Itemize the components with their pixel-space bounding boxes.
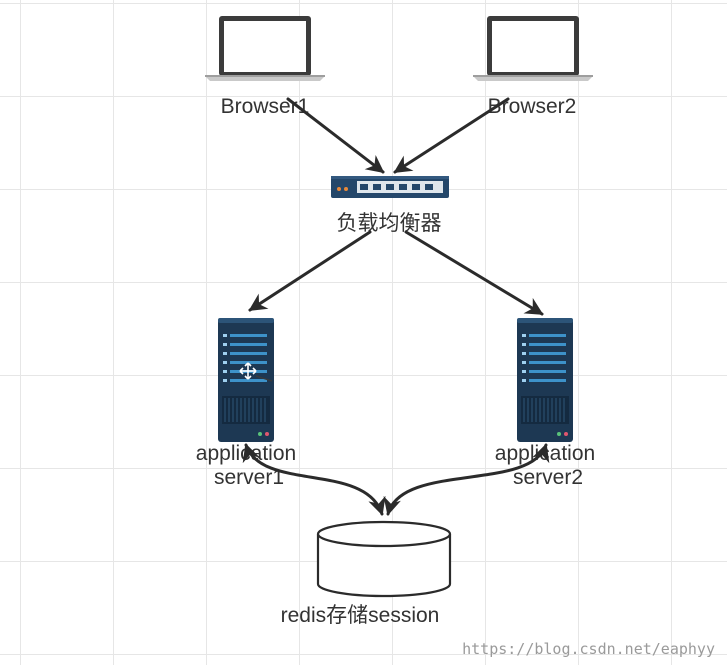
arrow-browser1-to-load-balancer	[286, 97, 385, 174]
laptop-icon	[473, 16, 593, 81]
server-tower-icon	[517, 318, 573, 442]
arrow-load-balancer-to-server1	[248, 230, 372, 312]
move-cursor-icon	[239, 362, 273, 382]
arrow-server1-redis	[242, 443, 386, 516]
browser2-node: Browser2	[473, 16, 593, 118]
browser1-node: Browser1	[205, 16, 325, 118]
database-icon	[316, 520, 452, 598]
app-server1-node: application server1	[196, 318, 296, 489]
load-balancer-label: 负载均衡器	[337, 212, 442, 235]
arrow-load-balancer-to-server2	[404, 230, 544, 316]
laptop-icon	[205, 16, 325, 81]
redis-label: redis存储session	[281, 604, 440, 627]
connectors	[242, 97, 550, 516]
browser1-label: Browser1	[221, 95, 310, 118]
load-balancer-node: 负载均衡器	[331, 176, 449, 235]
network-switch-icon	[331, 176, 449, 198]
browser2-label: Browser2	[488, 95, 577, 118]
arrow-browser2-to-load-balancer	[393, 97, 510, 174]
redis-node: redis存储session	[281, 520, 452, 627]
server-tower-icon	[218, 318, 274, 442]
app-server2-label-line2: server2	[513, 466, 583, 489]
watermark-url: https://blog.csdn.net/eaphyy	[462, 640, 715, 658]
arrow-server2-redis	[383, 443, 550, 516]
app-server2-node: application server2	[495, 318, 595, 489]
